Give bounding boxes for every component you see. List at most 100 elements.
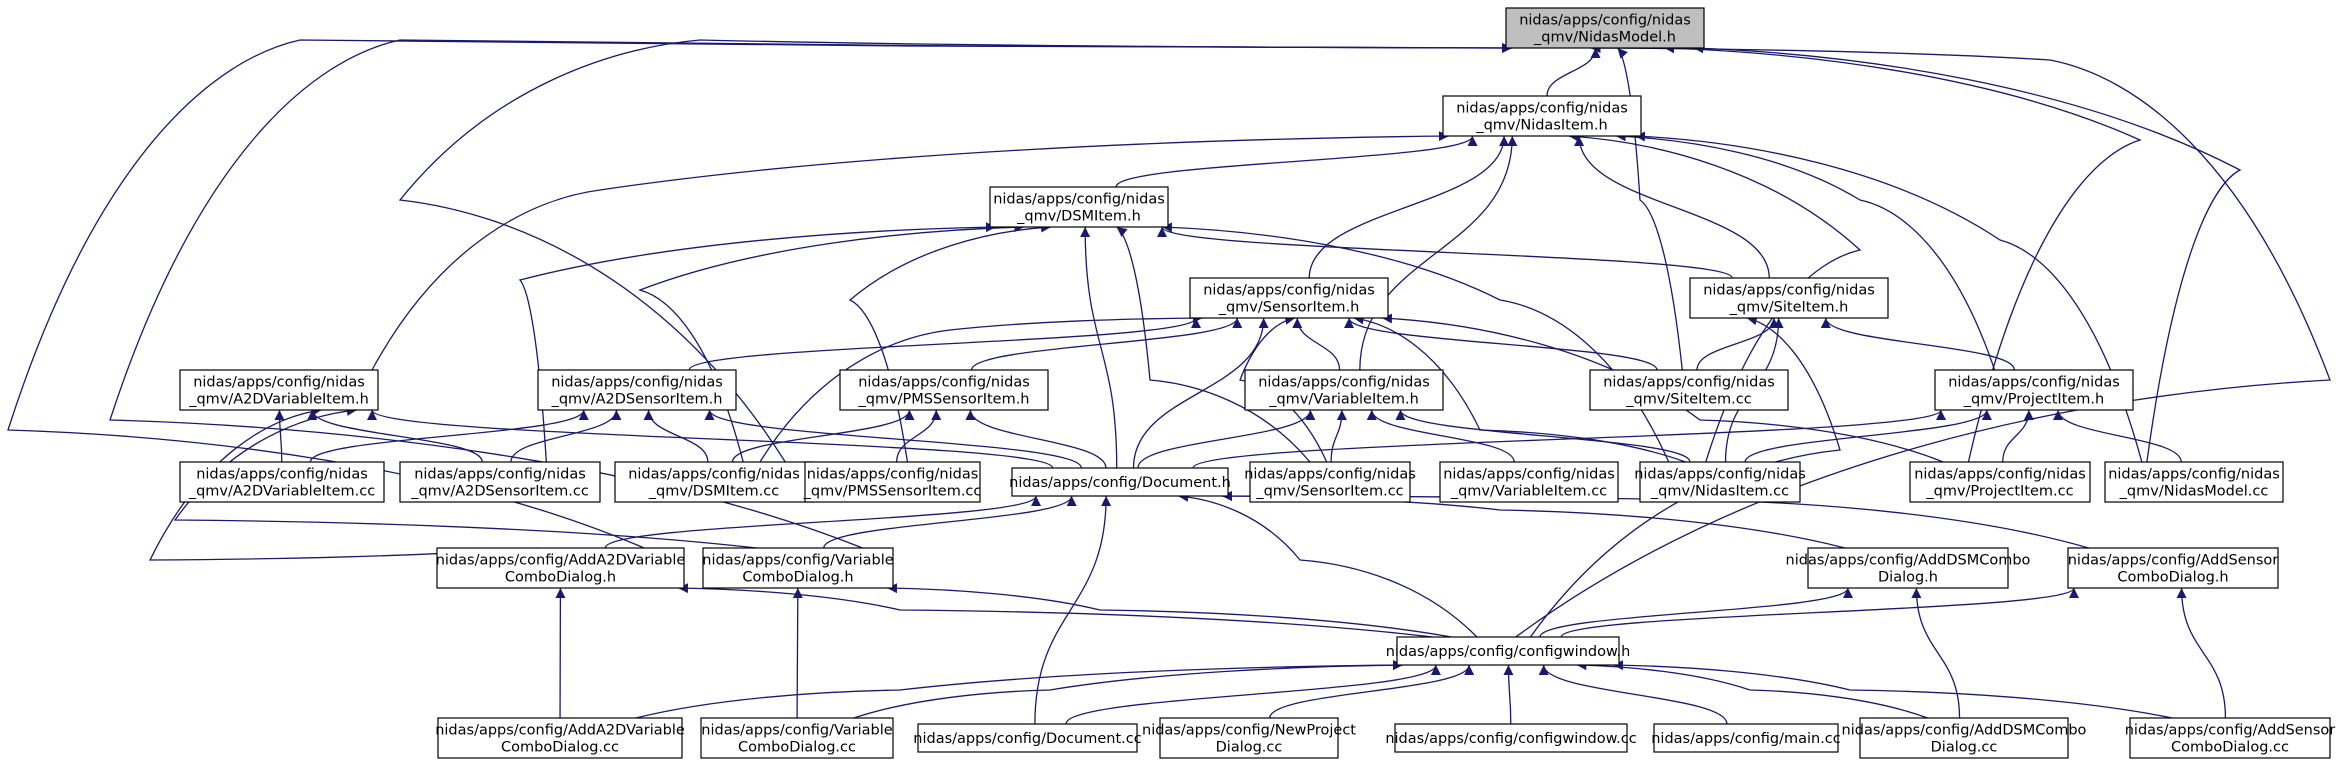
node-dsmitem-h[interactable]: nidas/apps/config/nidas_qmv/DSMItem.h xyxy=(989,186,1169,228)
node-document-cc[interactable]: nidas/apps/config/Document.cc xyxy=(913,723,1142,753)
node-label-line: nidas/apps/config/nidas xyxy=(1603,375,1775,391)
node-adda2dvariable-h[interactable]: nidas/apps/config/AddA2DVariableComboDia… xyxy=(436,547,686,589)
node-nidasitem-h[interactable]: nidas/apps/config/nidas_qmv/NidasItem.h xyxy=(1442,95,1642,137)
node-label-line: Dialog.cc xyxy=(1931,740,1998,756)
node-label-line: nidas/apps/config/nidas xyxy=(1634,467,1806,483)
node-label-line: nidas/apps/config/nidas xyxy=(993,192,1165,208)
node-projectitem-cc[interactable]: nidas/apps/config/nidas_qmv/ProjectItem.… xyxy=(1909,461,2091,503)
node-box xyxy=(1442,95,1642,137)
edge-addsensorcombo_cc-to-configwindow_h xyxy=(1612,660,2173,719)
node-siteitem-cc[interactable]: nidas/apps/config/nidas_qmv/SiteItem.cc xyxy=(1589,369,1789,411)
node-box xyxy=(1909,461,2091,503)
edge-configwindow_h-to-addsensorcombo_h xyxy=(1560,587,2079,638)
edge-configwindow_h-to-adda2dvariable_h xyxy=(677,583,1433,638)
node-box xyxy=(436,547,685,589)
node-configwindow-cc[interactable]: nidas/apps/config/configwindow.cc xyxy=(1385,723,1637,753)
node-nidasmodel-cc[interactable]: nidas/apps/config/nidas_qmv/NidasModel.c… xyxy=(2104,461,2284,503)
node-box xyxy=(1159,717,1339,759)
node-label-line: nidas/apps/config/configwindow.cc xyxy=(1385,731,1636,747)
node-box xyxy=(989,186,1169,228)
node-siteitem-h[interactable]: nidas/apps/config/nidas_qmv/SiteItem.h xyxy=(1689,277,1889,319)
edge-nidasitem_cc-to-nidasitem_h xyxy=(1568,131,1862,463)
edge-addsensorcombo_cc-to-addsensorcombo_h xyxy=(2176,587,2227,719)
node-box xyxy=(179,369,379,411)
edge-main_cc-to-configwindow_h xyxy=(1538,664,1728,725)
edge-dsmitem_cc-to-dsmitem_h xyxy=(637,222,1025,463)
node-label-line: _qmv/SiteItem.cc xyxy=(1625,392,1751,408)
edge-nidasitem_cc-to-projectitem_h xyxy=(1744,409,1992,463)
edge-siteitem_cc-to-sensoritem_h xyxy=(1344,317,1658,371)
node-box xyxy=(1189,277,1389,319)
node-projectitem-h[interactable]: nidas/apps/config/nidas_qmv/ProjectItem.… xyxy=(1934,369,2134,411)
node-box xyxy=(1934,369,2134,411)
node-adda2dvariable-cc[interactable]: nidas/apps/config/AddA2DVariableComboDia… xyxy=(435,717,685,759)
node-label-line: Dialog.cc xyxy=(1216,740,1283,756)
node-dsmitem-cc[interactable]: nidas/apps/config/nidas_qmv/DSMItem.cc xyxy=(614,461,814,503)
node-label-line: nidas/apps/config/nidas xyxy=(1519,13,1691,29)
edge-variableitem_h-to-sensoritem_h xyxy=(1292,317,1341,371)
node-box xyxy=(1244,369,1444,411)
node-a2dvariableitem-h[interactable]: nidas/apps/config/nidas_qmv/A2DVariableI… xyxy=(179,369,379,411)
node-box xyxy=(1249,461,1411,503)
node-variableitem-cc[interactable]: nidas/apps/config/nidas_qmv/VariableItem… xyxy=(1439,461,1619,503)
edge-document_h-to-pmssensoritem_h xyxy=(965,409,1107,469)
node-nidasitem-cc[interactable]: nidas/apps/config/nidas_qmv/NidasItem.cc xyxy=(1634,461,1806,503)
node-label-line: nidas/apps/config/nidas xyxy=(858,375,1030,391)
node-box xyxy=(839,369,1049,411)
node-label-line: _qmv/ProjectItem.cc xyxy=(1925,484,2073,500)
node-a2dsensoritem-cc[interactable]: nidas/apps/config/nidas_qmv/A2DSensorIte… xyxy=(399,461,601,503)
node-sensoritem-cc[interactable]: nidas/apps/config/nidas_qmv/SensorItem.c… xyxy=(1244,461,1416,503)
edge-adda2dvariable_h-to-a2dvariableitem_h xyxy=(148,406,539,561)
node-label-line: nidas/apps/config/nidas xyxy=(807,467,979,483)
node-nidasmodel-h[interactable]: nidas/apps/config/nidas_qmv/NidasModel.h xyxy=(1505,7,1705,49)
node-document-h[interactable]: nidas/apps/config/Document.h xyxy=(1009,467,1231,497)
node-label-line: _qmv/DSMItem.cc xyxy=(648,484,780,500)
node-pmssensoritem-h[interactable]: nidas/apps/config/nidas_qmv/PMSSensorIte… xyxy=(839,369,1049,411)
node-a2dvariableitem-cc[interactable]: nidas/apps/config/nidas_qmv/A2DVariableI… xyxy=(179,461,385,503)
node-label-line: nidas/apps/config/NewProject xyxy=(1142,723,1356,739)
node-label-line: _qmv/NidasItem.cc xyxy=(1650,484,1789,500)
node-sensoritem-h[interactable]: nidas/apps/config/nidas_qmv/SensorItem.h xyxy=(1189,277,1389,319)
node-a2dsensoritem-h[interactable]: nidas/apps/config/nidas_qmv/A2DSensorIte… xyxy=(537,369,737,411)
node-box xyxy=(702,547,894,589)
edge-pmssensoritem_cc-to-pmssensoritem_h xyxy=(895,409,942,463)
node-label-line: ComboDialog.cc xyxy=(738,740,856,756)
node-main-cc[interactable]: nidas/apps/config/main.cc xyxy=(1651,723,1841,753)
node-layer: nidas/apps/config/nidas_qmv/NidasModel.h… xyxy=(179,7,2336,759)
node-box xyxy=(399,461,601,503)
node-label-line: ComboDialog.h xyxy=(505,570,616,586)
node-box xyxy=(437,717,683,759)
node-label-line: nidas/apps/config/AddSensor xyxy=(2068,553,2279,569)
node-pmssensoritem-cc[interactable]: nidas/apps/config/nidas_qmv/PMSSensorIte… xyxy=(803,461,982,503)
node-label-line: nidas/apps/config/nidas xyxy=(1244,467,1416,483)
node-label-line: _qmv/A2DVariableItem.cc xyxy=(188,484,375,500)
edge-projectitem_h-to-nidasitem_h xyxy=(1615,131,1996,371)
node-addsensorcombo-cc[interactable]: nidas/apps/config/AddSensorComboDialog.c… xyxy=(2125,717,2336,759)
edge-a2dvariableitem_h-to-nidasitem_h xyxy=(371,131,1450,371)
node-box xyxy=(1639,461,1801,503)
node-label-line: ComboDialog.h xyxy=(2117,570,2228,586)
node-box xyxy=(917,723,1138,753)
edge-addsensorcombo_h-to-document_h xyxy=(1221,491,2089,549)
node-label-line: nidas/apps/config/main.cc xyxy=(1651,731,1841,747)
edge-variableitem_h-to-nidasitem_h xyxy=(1359,135,1518,371)
node-configwindow-h[interactable]: nidas/apps/config/configwindow.h xyxy=(1386,636,1631,666)
node-box xyxy=(1859,717,2069,759)
edge-nidasmodel_cc-to-nidasitem_h xyxy=(1634,131,2143,463)
node-variableitem-h[interactable]: nidas/apps/config/nidas_qmv/VariableItem… xyxy=(1244,369,1444,411)
node-label-line: _qmv/VariableItem.h xyxy=(1268,392,1419,408)
node-label-line: _qmv/DSMItem.h xyxy=(1016,209,1141,225)
edge-variablecombo_cc-to-variablecombo_h xyxy=(792,587,803,719)
edge-variablecombo_h-to-a2dvariableitem_h xyxy=(173,406,757,549)
node-box xyxy=(2104,461,2284,503)
edge-sensoritem_h-to-nidasitem_h xyxy=(1308,135,1510,279)
node-label-line: nidas/apps/config/AddSensor xyxy=(2125,723,2336,739)
edge-projectitem_h-to-siteitem_h xyxy=(1820,317,2016,371)
